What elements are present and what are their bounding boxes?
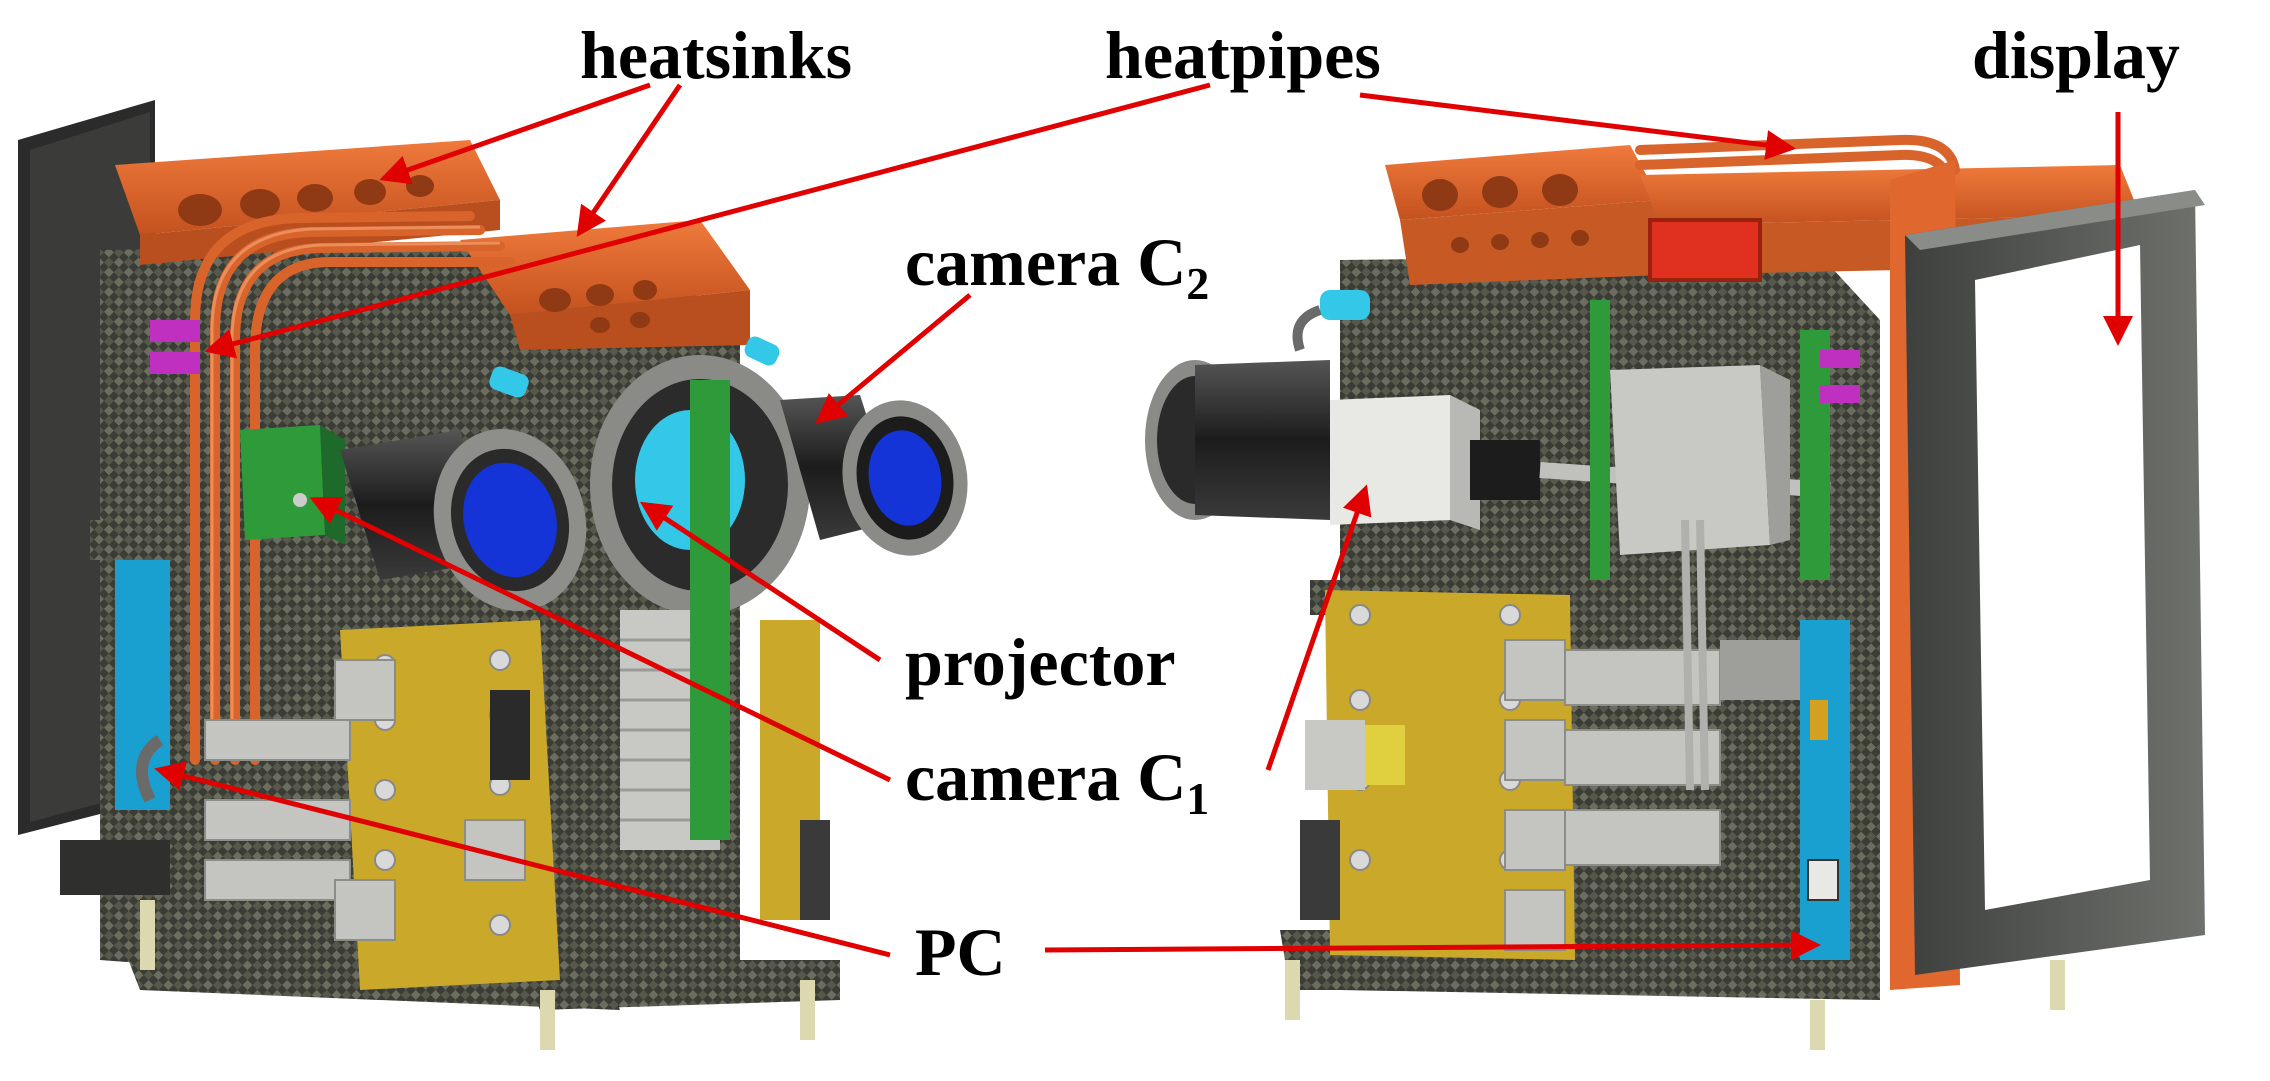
display-panel (1890, 160, 2205, 990)
label-pc: PC (915, 914, 1006, 990)
connector-magenta (150, 320, 200, 342)
label-heatpipes: heatpipes (1105, 17, 1381, 93)
feet-right (1285, 960, 2065, 1050)
left-device-view (18, 100, 968, 1050)
camera-c2-left (780, 395, 968, 556)
cables-left (204, 659, 526, 941)
label-camera-c2-subscript: 2 (1186, 258, 1209, 309)
silver-module (1610, 365, 1770, 555)
camera-c1-left (240, 425, 587, 611)
cables-right (1504, 639, 1721, 951)
callout-arrows (154, 82, 2133, 961)
pc-board-right (1800, 620, 1850, 960)
label-camera-c1: camera C1 (905, 739, 1209, 824)
arrow-heatsinks-2 (576, 83, 683, 237)
arrow-camera-c1-left (309, 497, 892, 783)
arrow-pc-left (154, 761, 891, 958)
label-camera-c1-text: camera C (905, 739, 1186, 815)
arrow-camera-c2 (815, 293, 972, 424)
arrow-heatpipes-left (204, 82, 1211, 359)
arrow-heatsinks-1 (379, 82, 651, 185)
cyan-fittings-left (489, 336, 780, 398)
arrow-pc-right (1044, 930, 1821, 961)
arrow-heatpipes-right (1359, 92, 1796, 160)
label-projector: projector (905, 624, 1176, 700)
arrow-projector (639, 501, 882, 663)
right-device-view (1145, 134, 2205, 1050)
label-display: display (1972, 17, 2180, 93)
heatsink-right-small (1385, 145, 1660, 285)
feet-left (140, 900, 815, 1050)
label-heatsinks: heatsinks (580, 17, 852, 93)
callout-labels: heatsinks heatpipes display camera C2 pr… (580, 17, 2180, 990)
label-camera-c2-text: camera C (905, 224, 1186, 300)
heatsink-left-front (460, 220, 750, 350)
arrow-camera-c1-right (1265, 484, 1372, 771)
label-camera-c2: camera C2 (905, 224, 1209, 309)
display-screen (1975, 245, 2150, 910)
label-camera-c1-subscript: 1 (1186, 773, 1209, 824)
